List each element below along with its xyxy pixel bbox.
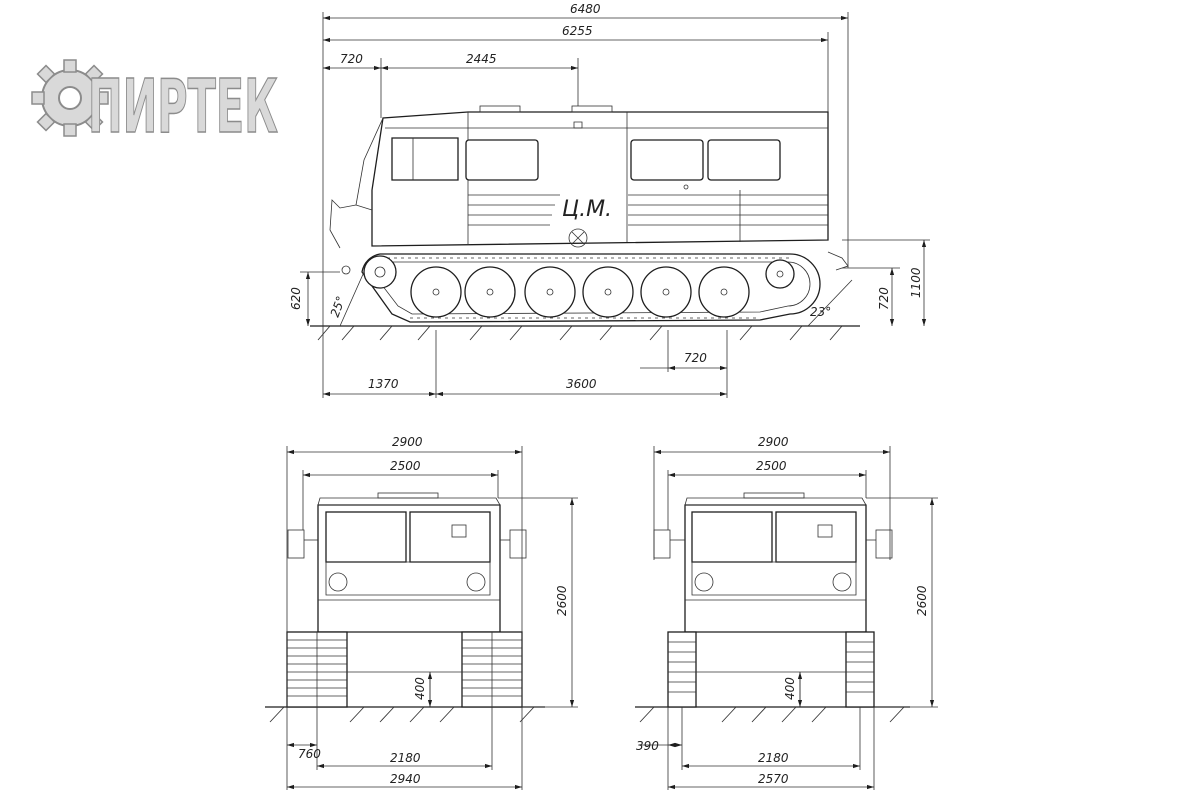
front-dim-track-outer-width: 2940	[390, 772, 421, 786]
road-wheels	[410, 266, 750, 318]
rear-dim-overall-width: 2900	[758, 435, 789, 449]
side-view: Ц.М.	[289, 2, 930, 398]
rear-dim-height: 2600	[915, 585, 929, 616]
front-dim-ground-clearance: 400	[413, 677, 427, 700]
rear-view: 2900 2500 2600 400 390 2180 2570	[635, 435, 938, 790]
rear-left-track	[667, 631, 697, 708]
front-dim-track-gauge: 2180	[390, 751, 421, 765]
dim-hull-length: 6255	[562, 24, 593, 38]
dim-overall-length: 6480	[570, 2, 601, 16]
front-right-track	[461, 631, 523, 708]
dim-rear-body-height: 1100	[909, 267, 923, 298]
ground-hatching	[317, 325, 843, 341]
front-dim-track-width: 760	[298, 747, 321, 761]
rear-dim-track-gauge: 2180	[758, 751, 789, 765]
idler-wheel	[765, 259, 795, 289]
track-assembly	[341, 251, 849, 323]
front-dim-overall-width: 2900	[392, 435, 423, 449]
rear-dim-track-outer-width: 2570	[758, 772, 789, 786]
front-dim-body-width: 2500	[390, 459, 421, 473]
dim-approach-angle: 25°	[328, 294, 348, 319]
front-left-track	[286, 631, 348, 708]
side-stripes	[468, 190, 828, 242]
rear-dim-track-width: 390	[636, 739, 659, 753]
logo-text: ПИРТЕК	[88, 64, 278, 150]
drive-sprocket	[363, 255, 397, 289]
rear-dim-ground-clearance: 400	[783, 677, 797, 700]
dim-departure-angle: 23°	[810, 305, 831, 319]
emblem-icon	[568, 228, 588, 248]
vehicle-marking: Ц.М.	[562, 197, 612, 222]
front-dim-height: 2600	[555, 585, 569, 616]
dim-track-contact-length: 3600	[566, 377, 597, 391]
vehicle-body: Ц.М.	[329, 105, 829, 249]
company-logo: ПИРТЕК	[31, 59, 279, 151]
dim-sprocket-spacing: 720	[684, 351, 707, 365]
gear-icon	[31, 59, 109, 137]
dim-front-to-track: 1370	[368, 377, 399, 391]
rear-right-track	[845, 631, 875, 708]
dim-front-overhang: 720	[340, 52, 363, 66]
rear-dim-body-width: 2500	[756, 459, 787, 473]
dim-approach-height: 620	[289, 287, 303, 310]
dim-cab-length: 2445	[466, 52, 497, 66]
front-view: 2900 2500 2600 400 760 2180 2940	[265, 435, 578, 790]
dim-rear-height: 720	[877, 287, 891, 310]
